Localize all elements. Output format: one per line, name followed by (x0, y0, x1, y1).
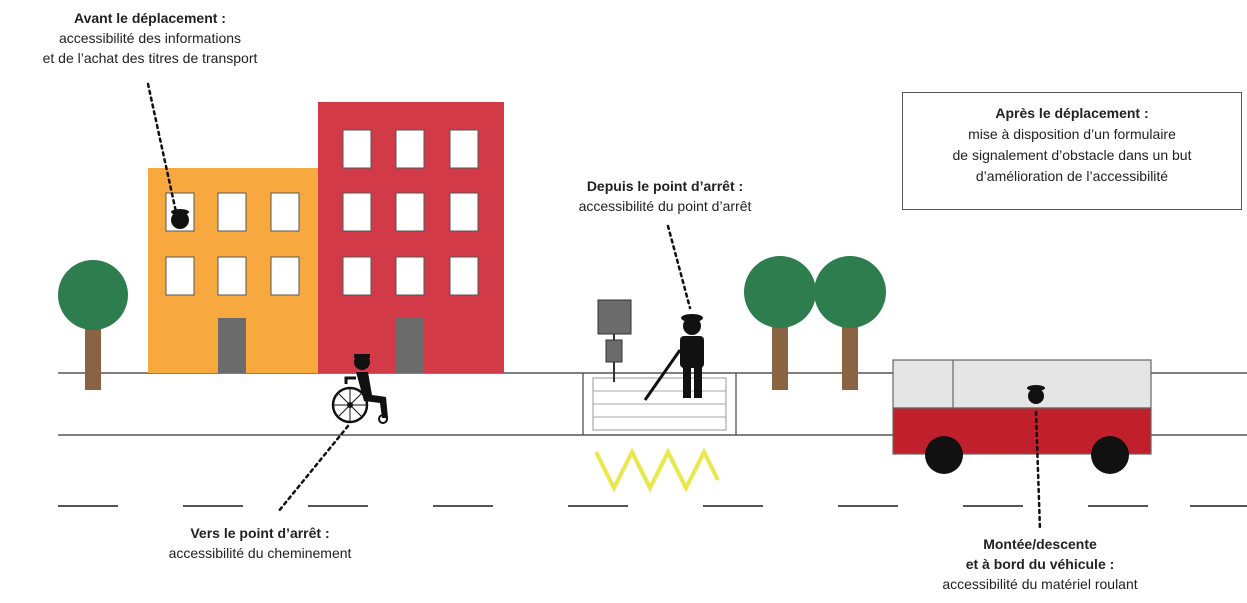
wheelchair-user-icon (331, 354, 388, 424)
building-door (218, 318, 246, 373)
tree-icon (814, 256, 886, 390)
label-line: et de l’achat des titres de transport (42, 50, 258, 66)
bus-stop-platform (582, 373, 737, 435)
label-montee-descente: Montée/descente et à bord du véhicule : … (890, 534, 1190, 594)
label-title: Vers le point d’arrêt : (190, 525, 330, 541)
passenger-icon (1027, 385, 1045, 404)
label-line: accessibilité du point d’arrêt (578, 198, 752, 214)
tactile-paving-zigzag (594, 447, 720, 493)
label-title: Montée/descente (983, 536, 1097, 552)
label-title: Avant le déplacement : (74, 10, 226, 26)
label-title: et à bord du véhicule : (965, 556, 1115, 572)
blind-person-icon (643, 314, 704, 401)
building-door (396, 318, 424, 373)
bus-stop-sign-icon (597, 299, 632, 382)
red-building (318, 102, 504, 373)
label-vers-point-arret: Vers le point d’arrêt : accessibilité du… (120, 523, 400, 563)
bus-icon (892, 359, 1152, 474)
label-line: d’amélioration de l’accessibilité (975, 168, 1169, 184)
callout-lines (146, 82, 1042, 532)
label-line: de signalement d’obstacle dans un but (952, 147, 1192, 163)
person-at-window-icon (171, 209, 189, 229)
label-line: accessibilité des informations (58, 30, 242, 46)
tree-icon (58, 260, 128, 390)
label-title: Après le déplacement : (995, 105, 1149, 121)
label-title: Depuis le point d’arrêt : (586, 178, 744, 194)
label-line: mise à disposition d’un formulaire (968, 126, 1176, 142)
tree-icon (744, 256, 816, 390)
label-depuis-point-arret: Depuis le point d’arrêt : accessibilité … (540, 176, 790, 216)
label-avant-deplacement: Avant le déplacement : accessibilité des… (0, 8, 300, 68)
label-line: accessibilité du matériel roulant (942, 576, 1138, 592)
label-line: accessibilité du cheminement (168, 545, 352, 561)
label-apres-deplacement-box: Après le déplacement : mise à dispositio… (902, 92, 1242, 210)
orange-building (148, 168, 318, 373)
